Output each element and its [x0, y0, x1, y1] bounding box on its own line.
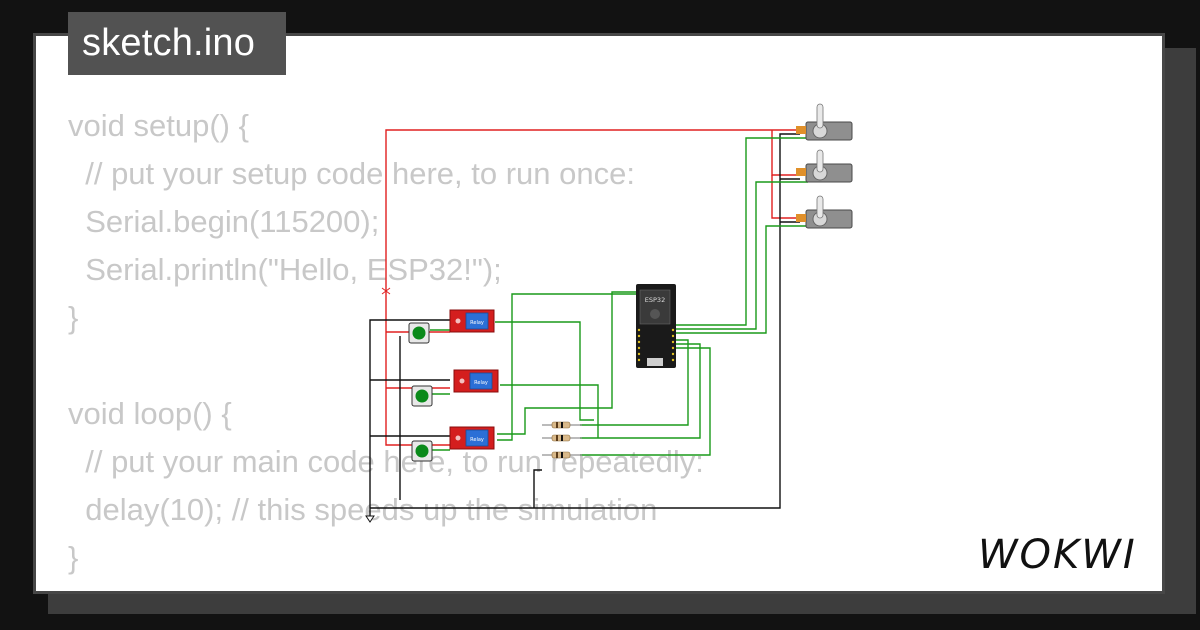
push-button-2[interactable] — [411, 385, 433, 407]
code-line: } — [68, 540, 79, 575]
push-button-3[interactable] — [411, 440, 433, 462]
relay-module-1[interactable]: Relay — [449, 309, 495, 333]
relay-module-2[interactable]: Relay — [453, 369, 499, 393]
code-line: Serial.println("Hello, ESP32!"); — [68, 252, 502, 287]
code-line: Serial.begin(115200); — [68, 204, 380, 239]
resistor-2[interactable] — [542, 434, 582, 442]
esp32-label: ESP32 — [645, 296, 665, 304]
servo-motor-3[interactable] — [796, 195, 853, 229]
ground-wires — [369, 133, 800, 516]
servo-motor-1[interactable] — [796, 103, 853, 141]
ground-symbol-icon — [365, 515, 375, 523]
code-editor: void setup() { // put your setup code he… — [68, 102, 704, 582]
relay-label: Relay — [470, 437, 484, 443]
project-card — [33, 33, 1165, 594]
esp32-board[interactable]: ESP32 — [636, 284, 676, 368]
power-wires — [385, 129, 800, 446]
code-line: void loop() { — [68, 396, 232, 431]
relay-label: Relay — [470, 320, 484, 326]
svg-text:WOKWI: WOKWI — [978, 532, 1137, 578]
servo-motor-2[interactable] — [796, 149, 853, 183]
code-line: } — [68, 300, 79, 335]
code-line: delay(10); // this speeds up the simulat… — [68, 492, 658, 527]
code-line: // put your setup code here, to run once… — [68, 156, 635, 191]
wokwi-logo: WOKWI — [978, 532, 1137, 578]
relay-label: Relay — [474, 380, 488, 386]
push-button-1[interactable] — [408, 322, 430, 344]
file-tab[interactable]: sketch.ino — [68, 12, 286, 75]
code-line: void setup() { — [68, 108, 249, 143]
resistor-1[interactable] — [542, 421, 582, 429]
relay-module-3[interactable]: Relay — [449, 426, 495, 450]
signal-wires — [430, 137, 808, 456]
resistor-3[interactable] — [542, 451, 582, 459]
